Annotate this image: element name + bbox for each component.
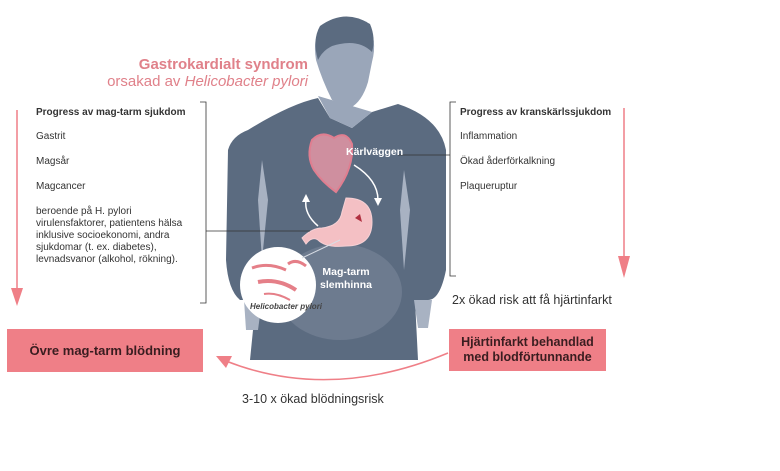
gut-label: Mag-tarm slemhinna — [320, 266, 372, 291]
bleeding-risk: 3-10 x ökad blödningsrisk — [242, 392, 384, 406]
list-item: Plaqueruptur — [460, 181, 518, 192]
heart-attack-risk: 2x ökad risk att få hjärtinfarkt — [452, 293, 612, 307]
heart-label: Kärlväggen — [346, 146, 404, 158]
list-item: Inflammation — [460, 131, 518, 142]
right-panel-header: Progress av kranskärlssjukdom — [460, 107, 612, 118]
list-item: Magsår — [36, 156, 70, 167]
gi-bleeding-box: Övre mag-tarm blödning — [7, 329, 203, 372]
stomach-icon — [301, 197, 373, 247]
right-panel: Progress av kranskärlssjukdom Inflammati… — [460, 107, 620, 193]
title-line1: Gastrokardialt syndrom — [138, 56, 308, 73]
title-line2: orsakad av Helicobacter pylori — [107, 73, 308, 90]
left-panel: Progress av mag-tarm sjukdom Gastrit Mag… — [36, 107, 206, 266]
heart-icon — [308, 133, 354, 194]
left-panel-header: Progress av mag-tarm sjukdom — [36, 107, 186, 118]
list-item: Ökad åderförkalkning — [460, 156, 556, 167]
list-item: Magcancer — [36, 181, 86, 192]
list-item: Gastrit — [36, 131, 66, 142]
left-panel-note: beroende på H. pylori virulensfaktorer, … — [36, 206, 183, 265]
bacteria-label: Helicobacter pylori — [250, 302, 323, 311]
